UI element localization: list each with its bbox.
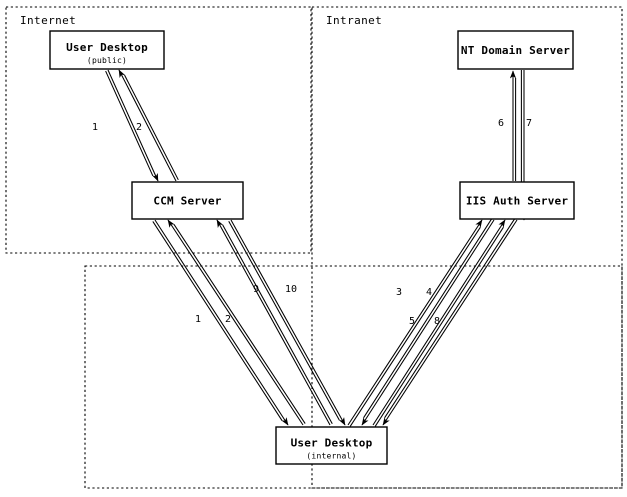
edge-line-primary [216, 219, 331, 426]
zone-label-internet: Internet [20, 14, 76, 27]
edge-line-parallel [173, 224, 306, 424]
node-box-user-desktop-public[interactable] [49, 30, 165, 70]
edge-edge-5 [372, 219, 506, 427]
node-user-desktop-public[interactable]: User Desktop (public) [49, 30, 165, 70]
node-ccm-server[interactable]: CCM Server [131, 181, 244, 220]
zone-internet: Internet [5, 6, 312, 254]
edge-line-primary [361, 219, 495, 426]
zone-boundaries: Internet Intranet [5, 6, 623, 489]
node-title-iis-auth-server: IIS Auth Server [466, 195, 569, 208]
node-box-nt-domain-server[interactable] [457, 30, 574, 70]
node-title-ccm-server: CCM Server [153, 195, 221, 208]
edge-label-edge-4: 4 [426, 287, 432, 298]
edge-label-edge-1-internal: 1 [195, 314, 201, 325]
edge-label-edge-7: 7 [526, 118, 532, 129]
edge-line-primary [372, 219, 506, 426]
edge-edge-8 [382, 218, 518, 426]
node-box-iis-auth-server[interactable] [459, 181, 575, 220]
edge-edge-2-internal [167, 219, 306, 426]
edge-line-parallel [124, 74, 179, 181]
edge-label-edge-9: 9 [253, 284, 259, 295]
edge-line-primary [167, 219, 304, 426]
edge-label-edge-5: 5 [409, 316, 415, 327]
edge-line-parallel [384, 218, 516, 419]
node-user-desktop-internal[interactable]: User Desktop (internal) [275, 426, 388, 465]
edge-line-primary [230, 219, 346, 426]
edge-line-parallel [152, 221, 283, 421]
edge-label-edge-8: 8 [434, 316, 440, 327]
zone-internal [84, 265, 623, 489]
node-title-user-desktop-public: User Desktop [66, 41, 148, 54]
edge-edge-4 [361, 218, 495, 426]
node-subtitle-user-desktop-internal: (internal) [306, 452, 356, 461]
node-title-user-desktop-internal: User Desktop [291, 437, 373, 450]
edge-line-parallel [363, 218, 493, 418]
node-box-ccm-server[interactable] [131, 181, 244, 220]
node-nt-domain-server[interactable]: NT Domain Server [457, 30, 574, 70]
node-iis-auth-server[interactable]: IIS Auth Server [459, 181, 575, 220]
edge-edge-10 [228, 219, 346, 426]
edge-line-parallel [228, 221, 340, 421]
edge-line-parallel [374, 227, 504, 427]
zone-border-internal [84, 265, 623, 489]
edge-line-primary [382, 219, 518, 426]
edge-line-primary [107, 69, 159, 182]
diagram-nodes: User Desktop (public) CCM Server NT Domain … [49, 30, 575, 465]
edge-label-edge-2-internal: 2 [225, 314, 231, 325]
zone-border-internet [5, 6, 312, 254]
edge-label-edge-2-public: 2 [136, 122, 142, 133]
edge-edge-1-public [105, 69, 159, 182]
edge-label-edge-3: 3 [396, 287, 402, 298]
flow-edge-labels: 1 2 6 7 1 2 9 10 3 4 5 8 [92, 118, 532, 327]
edge-label-edge-6: 6 [498, 118, 504, 129]
edge-line-parallel [105, 70, 154, 176]
node-subtitle-user-desktop-public: (public) [87, 56, 127, 65]
edge-label-edge-1-public: 1 [92, 122, 98, 133]
edge-line-primary [347, 219, 483, 426]
edge-edge-9 [216, 219, 333, 426]
edge-edge-1-internal [152, 219, 289, 426]
edge-line-primary [154, 219, 289, 426]
edge-line-parallel [222, 224, 333, 424]
edge-line-parallel [349, 226, 481, 427]
edge-line-primary [118, 69, 177, 182]
zone-label-intranet: Intranet [326, 14, 382, 27]
edge-edge-2-public [118, 69, 179, 182]
edge-edge-3 [347, 219, 483, 427]
flow-edges [105, 69, 528, 427]
edge-label-edge-10: 10 [285, 284, 297, 295]
edge-edge-6 [509, 70, 517, 181]
node-title-nt-domain-server: NT Domain Server [461, 44, 570, 57]
node-box-user-desktop-internal[interactable] [275, 426, 388, 465]
